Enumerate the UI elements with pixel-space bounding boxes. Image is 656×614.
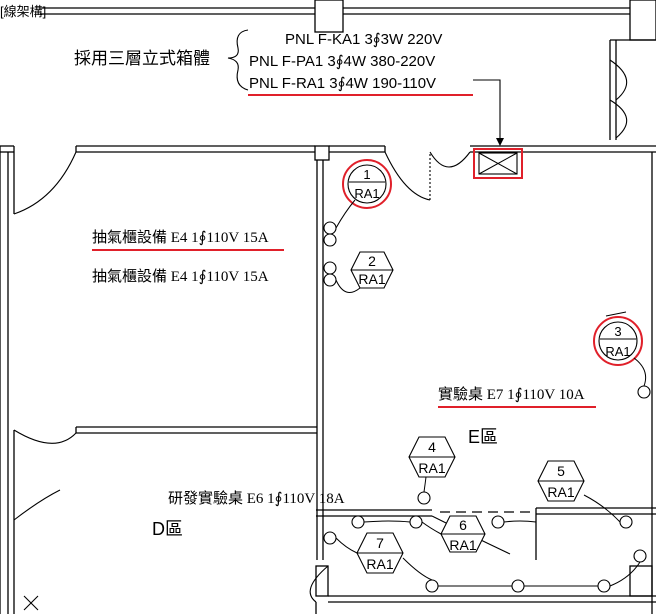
- panel-leader-arrow: [496, 138, 504, 146]
- circuit-2-number: 2: [368, 253, 376, 269]
- circuit-1-number: 1: [363, 167, 370, 182]
- schedule-line-1: PNL F-KA1 3∮3W 220V: [285, 31, 442, 48]
- circuit-4-number: 4: [428, 439, 436, 455]
- schedule-bracket: [227, 29, 249, 91]
- panel-leader: [473, 79, 501, 140]
- load-fume-hood-1: 抽氣櫃設備 E4 1∮110V 15A: [92, 229, 269, 246]
- circuit-3-panel: RA1: [605, 344, 630, 359]
- circuit-tag-5: 5 RA1: [537, 460, 585, 502]
- circuit-6-panel: RA1: [449, 537, 476, 553]
- circuit-tag-3: 3 RA1: [593, 316, 643, 366]
- circuit-tag-7: 7 RA1: [356, 532, 404, 574]
- schedule-line-2: PNL F-PA1 3∮4W 380-220V: [249, 53, 435, 70]
- circuit-7-number: 7: [376, 535, 384, 551]
- circuit-5-number: 5: [557, 463, 565, 479]
- load-lab-bench: 實驗桌 E7 1∮110V 10A: [438, 385, 585, 403]
- homerun-wiring: [335, 199, 647, 587]
- circuit-5-panel: RA1: [547, 484, 574, 500]
- circuit-3-number: 3: [614, 324, 621, 339]
- panel-box-highlight: [473, 148, 523, 179]
- circuit-7-panel: RA1: [366, 556, 393, 572]
- circuit-2-panel: RA1: [358, 271, 385, 287]
- zone-e-label: E區: [468, 427, 498, 447]
- schedule-line-3: PNL F-RA1 3∮4W 190-110V: [249, 75, 436, 92]
- circuit-6-number: 6: [459, 517, 467, 533]
- schedule-bracket-label: 採用三層立式箱體: [74, 49, 210, 68]
- zone-d-label: D區: [152, 519, 183, 539]
- circuit-tag-4: 4 RA1: [408, 436, 456, 478]
- corner-label: [線架構]: [0, 4, 46, 19]
- circuit-tag-6: 6 RA1: [440, 515, 486, 553]
- circuit-1-panel: RA1: [354, 186, 379, 201]
- load-rd-bench: 研發實驗桌 E6 1∮110V 18A: [168, 489, 345, 507]
- circuit-tag-1: 1 RA1: [342, 159, 392, 209]
- circuit-4-panel: RA1: [418, 460, 445, 476]
- circuit-tag-2: 2 RA1: [350, 251, 394, 289]
- load-fume-hood-2: 抽氣櫃設備 E4 1∮110V 15A: [92, 268, 269, 285]
- door-swings: [13, 59, 628, 611]
